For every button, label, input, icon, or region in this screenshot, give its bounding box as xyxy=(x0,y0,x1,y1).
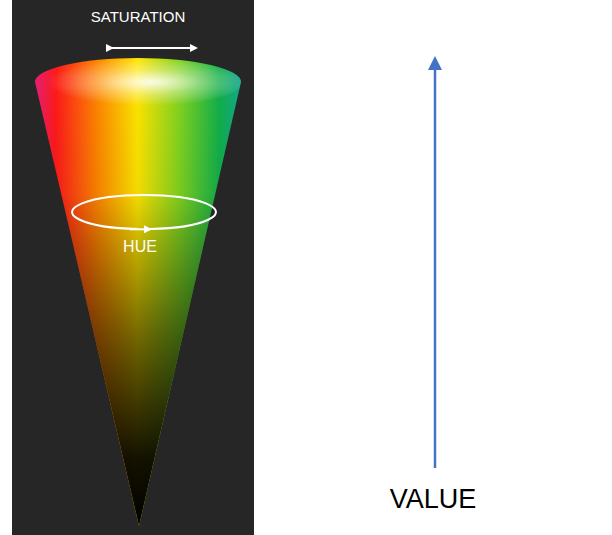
value-arrow xyxy=(434,60,437,468)
value-label: VALUE xyxy=(390,484,477,515)
dark-panel xyxy=(12,0,254,535)
hue-label: HUE xyxy=(123,238,157,256)
hue-ring xyxy=(72,195,216,229)
saturation-label: SATURATION xyxy=(91,8,185,25)
hsv-cone xyxy=(30,50,245,530)
saturation-arrow xyxy=(112,47,196,49)
hue-arrow xyxy=(130,228,150,230)
